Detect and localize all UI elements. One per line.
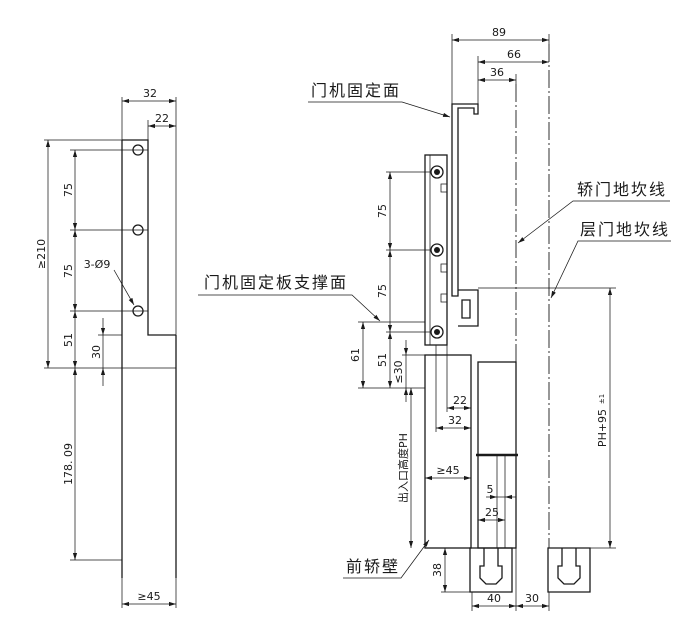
dim-text-bottom-width: ≥45 [137, 590, 160, 603]
car-sill-line-leader [517, 200, 670, 244]
mounting-hole-top [132, 144, 144, 156]
door-shoe [496, 455, 506, 548]
support-face-leader [198, 294, 381, 322]
nut-block-lower [440, 293, 448, 303]
dim-text-pitch-upper: 75 [376, 204, 389, 218]
dim-text-66: 66 [507, 48, 521, 61]
dim-text-ph-95: PH+95 [596, 409, 609, 447]
dim-text-pitch-upper: 75 [62, 183, 75, 197]
bracket-outline [121, 139, 177, 578]
sill-extension-lines [441, 287, 616, 611]
hole-spec-leader [113, 269, 135, 306]
nut-block-upper [440, 183, 448, 193]
side-view-extension-lines [44, 97, 177, 608]
plate-extension-lines [358, 171, 448, 432]
bracket-lower-flange [458, 289, 479, 327]
dim-text-width: 32 [143, 87, 157, 100]
dim-text-total-height: ≥210 [35, 239, 48, 269]
dim-text-32: 32 [448, 414, 462, 427]
dim-text-89: 89 [492, 26, 506, 39]
nut-block-middle [440, 263, 448, 273]
dim-text-max-30: ≤30 [392, 360, 405, 383]
landing-sill-line-label: 层门地坎线 [580, 220, 670, 239]
dim-text-offset: 22 [155, 112, 169, 125]
dim-text-5: 5 [487, 483, 494, 496]
front-car-wall [424, 354, 472, 549]
bolt-bottom-head [434, 329, 440, 335]
landing-sill [547, 547, 591, 593]
dim-text-ph-tolerance: ±1 [598, 394, 606, 404]
support-face-label: 门机固定板支撑面 [204, 273, 348, 292]
dim-text-51: 51 [376, 353, 389, 367]
hole-spec-text: 3-Ø9 [84, 258, 111, 271]
front-view: 89 66 36 75 75 51 61 ≤30 [198, 26, 671, 611]
dim-text-pitch-lower: 75 [62, 264, 75, 278]
dim-text-25: 25 [485, 506, 499, 519]
bolt-top-head [434, 169, 440, 175]
dim-text-38: 38 [431, 563, 444, 577]
car-sill [469, 547, 513, 593]
dim-text-22: 22 [453, 394, 467, 407]
front-car-wall-leader [343, 539, 430, 579]
dim-text-pitch-lower: 75 [376, 284, 389, 298]
front-car-wall-label: 前轿壁 [346, 557, 400, 576]
dim-text-lower-height: 178. 09 [62, 443, 75, 485]
bolt-middle-head [434, 247, 440, 253]
dim-text-min-45: ≥45 [436, 464, 459, 477]
mounting-hole-bottom [132, 305, 144, 317]
door-machine-face-leader [308, 101, 451, 118]
dim-text-61: 61 [349, 348, 362, 362]
dim-text-36: 36 [490, 66, 504, 79]
landing-sill-line-leader [550, 240, 671, 299]
dim-text-entrance-height: 出入口高度PH [396, 433, 410, 503]
dim-text-step: 30 [90, 345, 103, 359]
car-sill-line-label: 轿门地坎线 [577, 180, 667, 199]
door-machine-face-label: 门机固定面 [311, 81, 401, 100]
dim-text-40: 40 [487, 592, 501, 605]
mounting-hole-middle [132, 224, 144, 236]
side-view: 32 22 ≥210 75 75 51 178. 09 30 3-Ø9 ≥45 [35, 87, 177, 608]
door-machine-bracket [451, 103, 479, 297]
dim-text-30: 30 [525, 592, 539, 605]
dim-text-hole-to-ref: 51 [62, 333, 75, 347]
